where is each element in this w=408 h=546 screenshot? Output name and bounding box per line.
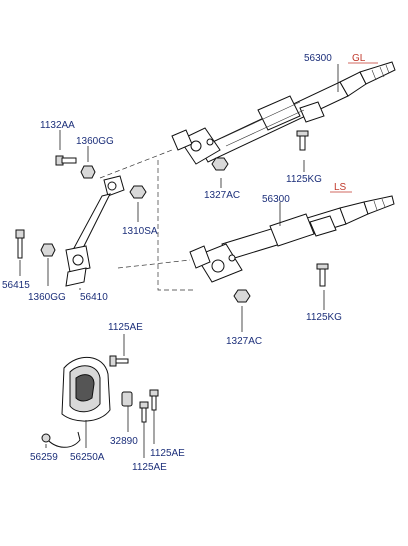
label-1327ac-top: 1327AC — [204, 190, 240, 201]
strap-56259 — [41, 431, 81, 448]
nut-1360gg-top — [80, 165, 96, 179]
screw-1125ae-top — [109, 355, 129, 367]
steering-column-ls — [189, 195, 395, 283]
steering-column-gl — [171, 61, 396, 165]
leader-lines — [19, 64, 339, 458]
label-32890: 32890 — [110, 436, 138, 447]
label-1125ae-bottom: 1125AE — [132, 462, 167, 473]
label-1327ac-bottom: 1327AC — [226, 336, 262, 347]
nut-1327ac-top — [211, 157, 229, 171]
nut-1310sa — [129, 185, 147, 199]
bolt-56415 — [15, 229, 25, 259]
nut-1327ac-bottom — [233, 289, 251, 303]
bolt-1125kg-top — [296, 130, 309, 151]
bolt-1125kg-bottom — [316, 263, 329, 287]
nut-1360gg-bottom — [40, 243, 56, 257]
screw-1125ae-bottom — [139, 401, 149, 423]
label-56410: 56410 — [80, 292, 108, 303]
label-ls-tag: LS — [334, 182, 347, 193]
label-1132aa: 1132AA — [40, 120, 75, 131]
label-56259: 56259 — [30, 452, 58, 463]
column-boot-56250a — [61, 356, 111, 422]
label-1310sa: 1310SA — [122, 226, 158, 237]
label-56300-ls: 56300 — [262, 194, 290, 205]
label-gl-tag: GL — [352, 53, 366, 64]
intermediate-shaft-56410 — [65, 175, 125, 287]
label-56415: 56415 — [2, 280, 30, 291]
label-56250a: 56250A — [70, 452, 105, 463]
label-1125kg-bottom: 1125KG — [306, 312, 342, 323]
label-1125ae-top: 1125AE — [108, 322, 143, 333]
clip-32890 — [121, 391, 133, 407]
label-1360gg-top: 1360GG — [76, 136, 114, 147]
label-1360gg-bottom: 1360GG — [28, 292, 66, 303]
label-1125ae-right: 1125AE — [150, 448, 185, 459]
bolt-1132aa — [55, 155, 77, 166]
label-56300-gl: 56300 — [304, 53, 332, 64]
label-1125kg-top: 1125KG — [286, 174, 322, 185]
screw-1125ae-right — [149, 389, 159, 411]
